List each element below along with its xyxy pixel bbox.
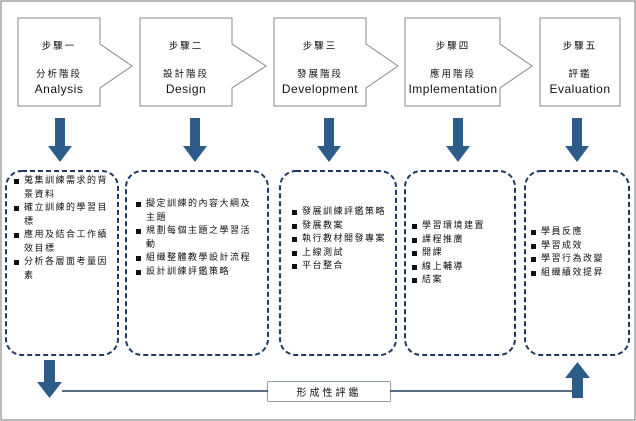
down-arrow-5 [565,118,589,162]
step-1-block [17,17,133,107]
down-arrow-4 [446,118,470,162]
detail-frame-2 [125,170,269,356]
detail-box-implementation: 學習環境建置 課程推廣 開課 線上輔導 結案 [412,220,510,395]
detail-box-development: 發展訓練評鑑策略 發展教案 執行教材開發專案 上線測試 平台整合 [292,206,386,381]
detail-item: 設計訓練評鑑策略 [136,266,260,280]
step-1-number: 步驟一 [41,41,77,52]
step-4-number: 步驟四 [435,41,471,52]
down-arrow-3 [317,118,341,162]
step-2-number: 步驟二 [168,41,204,52]
detail-item: 應用及結合工作績效目標 [14,229,112,256]
formative-evaluation-label: 形成性評鑑 [268,382,390,401]
step-2-name-zh: 設計階段 [162,69,209,80]
detail-frame-1 [5,170,119,356]
down-arrows [48,118,589,162]
down-arrow-2 [183,118,207,162]
step-1-name-en: Analysis [34,82,84,96]
step-5-name-en: Evaluation [549,82,611,96]
step-3-name-en: Development [281,82,359,96]
detail-box-analysis: 蒐集訓練需求的背景資料 確立訓練的學習目標 應用及結合工作績效目標 分析各層面考… [14,175,112,350]
detail-frames [5,170,630,356]
detail-item: 執行教材開發專案 [292,233,386,247]
detail-box-design: 擬定訓練的內容大綱及主題 規劃每個主題之學習活動 組織整體教學設計流程 設計訓練… [136,198,260,373]
detail-item: 蒐集訓練需求的背景資料 [14,175,112,202]
detail-item: 開課 [412,247,510,261]
detail-frame-4 [404,170,516,356]
formative-loop [37,360,590,398]
detail-box-evaluation: 學員反應 學習成效 學習行為改變 組織績效提昇 [531,226,627,401]
step-4-block [404,17,533,107]
step-2-name-en: Design [165,82,207,96]
step-4-name-en: Implementation [408,82,498,96]
loop-down-arrow [37,360,62,398]
detail-item: 確立訓練的學習目標 [14,202,112,229]
step-3-name-zh: 發展階段 [296,69,343,80]
detail-item: 學習環境建置 [412,220,510,234]
step-5-name-zh: 評鑑 [568,69,592,80]
step-5-number: 步驟五 [562,41,598,52]
detail-frame-5 [524,170,630,356]
detail-item: 組織整體教學設計流程 [136,252,260,266]
step-3-block [273,17,399,107]
detail-item: 擬定訓練的內容大綱及主題 [136,198,260,225]
detail-item: 發展教案 [292,220,386,234]
step-2-block [139,17,267,107]
step-4-name-zh: 應用階段 [429,69,476,80]
detail-item: 學習成效 [531,240,627,254]
step-3: 步驟三 發展階段 Development [274,18,366,106]
detail-item: 發展訓練評鑑策略 [292,206,386,220]
detail-item: 規劃每個主題之學習活動 [136,225,260,252]
detail-item: 學員反應 [531,226,627,240]
step-1: 步驟一 分析階段 Analysis [18,18,100,106]
detail-item: 上線測試 [292,247,386,261]
step-2: 步驟二 設計階段 Design [140,18,232,106]
detail-item: 分析各層面考量因素 [14,256,112,283]
detail-frame-3 [279,170,397,356]
detail-item: 平台整合 [292,260,386,274]
detail-item: 線上輔導 [412,261,510,275]
step-4: 步驟四 應用階段 Implementation [400,18,506,106]
detail-item: 課程推廣 [412,234,510,248]
detail-item: 學習行為改變 [531,253,627,267]
step-1-name-zh: 分析階段 [35,69,82,80]
detail-item: 結案 [412,274,510,288]
step-5: 步驟五 評鑑 Evaluation [540,18,620,106]
detail-item: 組織績效提昇 [531,267,627,281]
down-arrow-1 [48,118,72,162]
loop-up-arrow [565,362,590,398]
step-3-number: 步驟三 [302,41,338,52]
step-5-block [539,17,621,107]
